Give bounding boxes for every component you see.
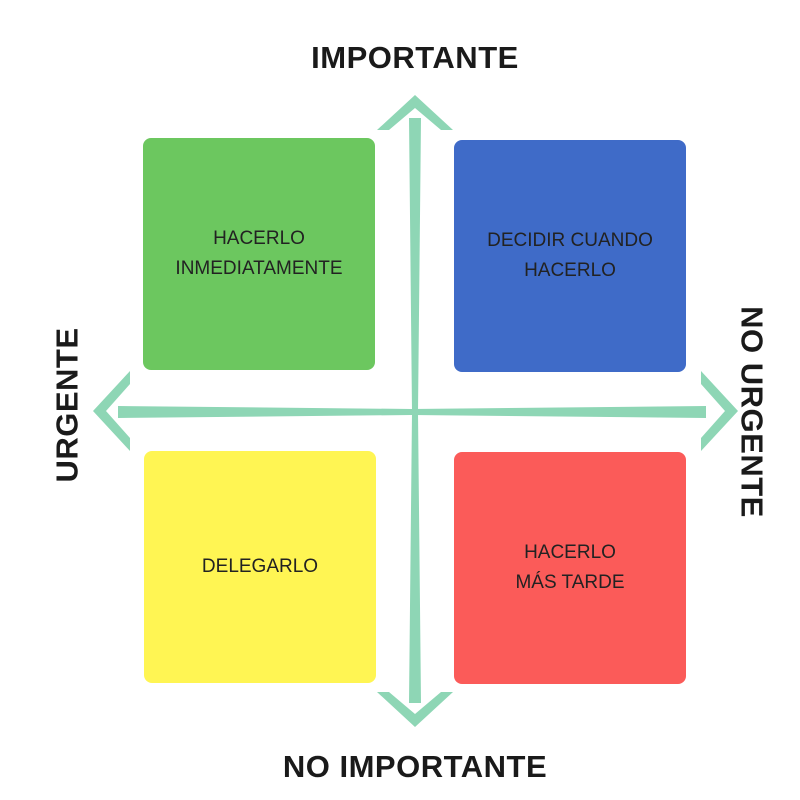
quadrant-text-line: HACERLO [524, 542, 616, 563]
quadrant-text-line: DECIDIR CUANDO [487, 230, 653, 251]
quadrant-do-later: HACERLO MÁS TARDE [454, 452, 686, 684]
axis-label-urgente: URGENTE [49, 327, 85, 483]
quadrant-do-now: HACERLO INMEDIATAMENTE [143, 138, 375, 370]
horizontal-arrow-shaft [118, 406, 706, 418]
quadrant-delegate: DELEGARLO [144, 451, 376, 683]
quadrant-text-line: DELEGARLO [201, 556, 319, 577]
quadrant-decide: DECIDIR CUANDO HACERLO [454, 140, 686, 372]
quadrant-text-line: INMEDIATAMENTE [175, 258, 343, 279]
arrow-left-icon [93, 371, 130, 451]
arrow-right-icon [701, 371, 738, 451]
quadrant-text-line: MÁS TARDE [515, 572, 625, 593]
arrow-down-icon [377, 692, 453, 727]
axis-label-importante: IMPORTANTE [311, 40, 519, 75]
quadrant-text-line: HACERLO [524, 260, 616, 281]
arrow-up-icon [377, 95, 453, 130]
quadrant-text-line: HACERLO [213, 228, 305, 249]
axis-label-no-urgente: NO URGENTE [734, 306, 770, 518]
axis-label-no-importante: NO IMPORTANTE [282, 749, 548, 784]
